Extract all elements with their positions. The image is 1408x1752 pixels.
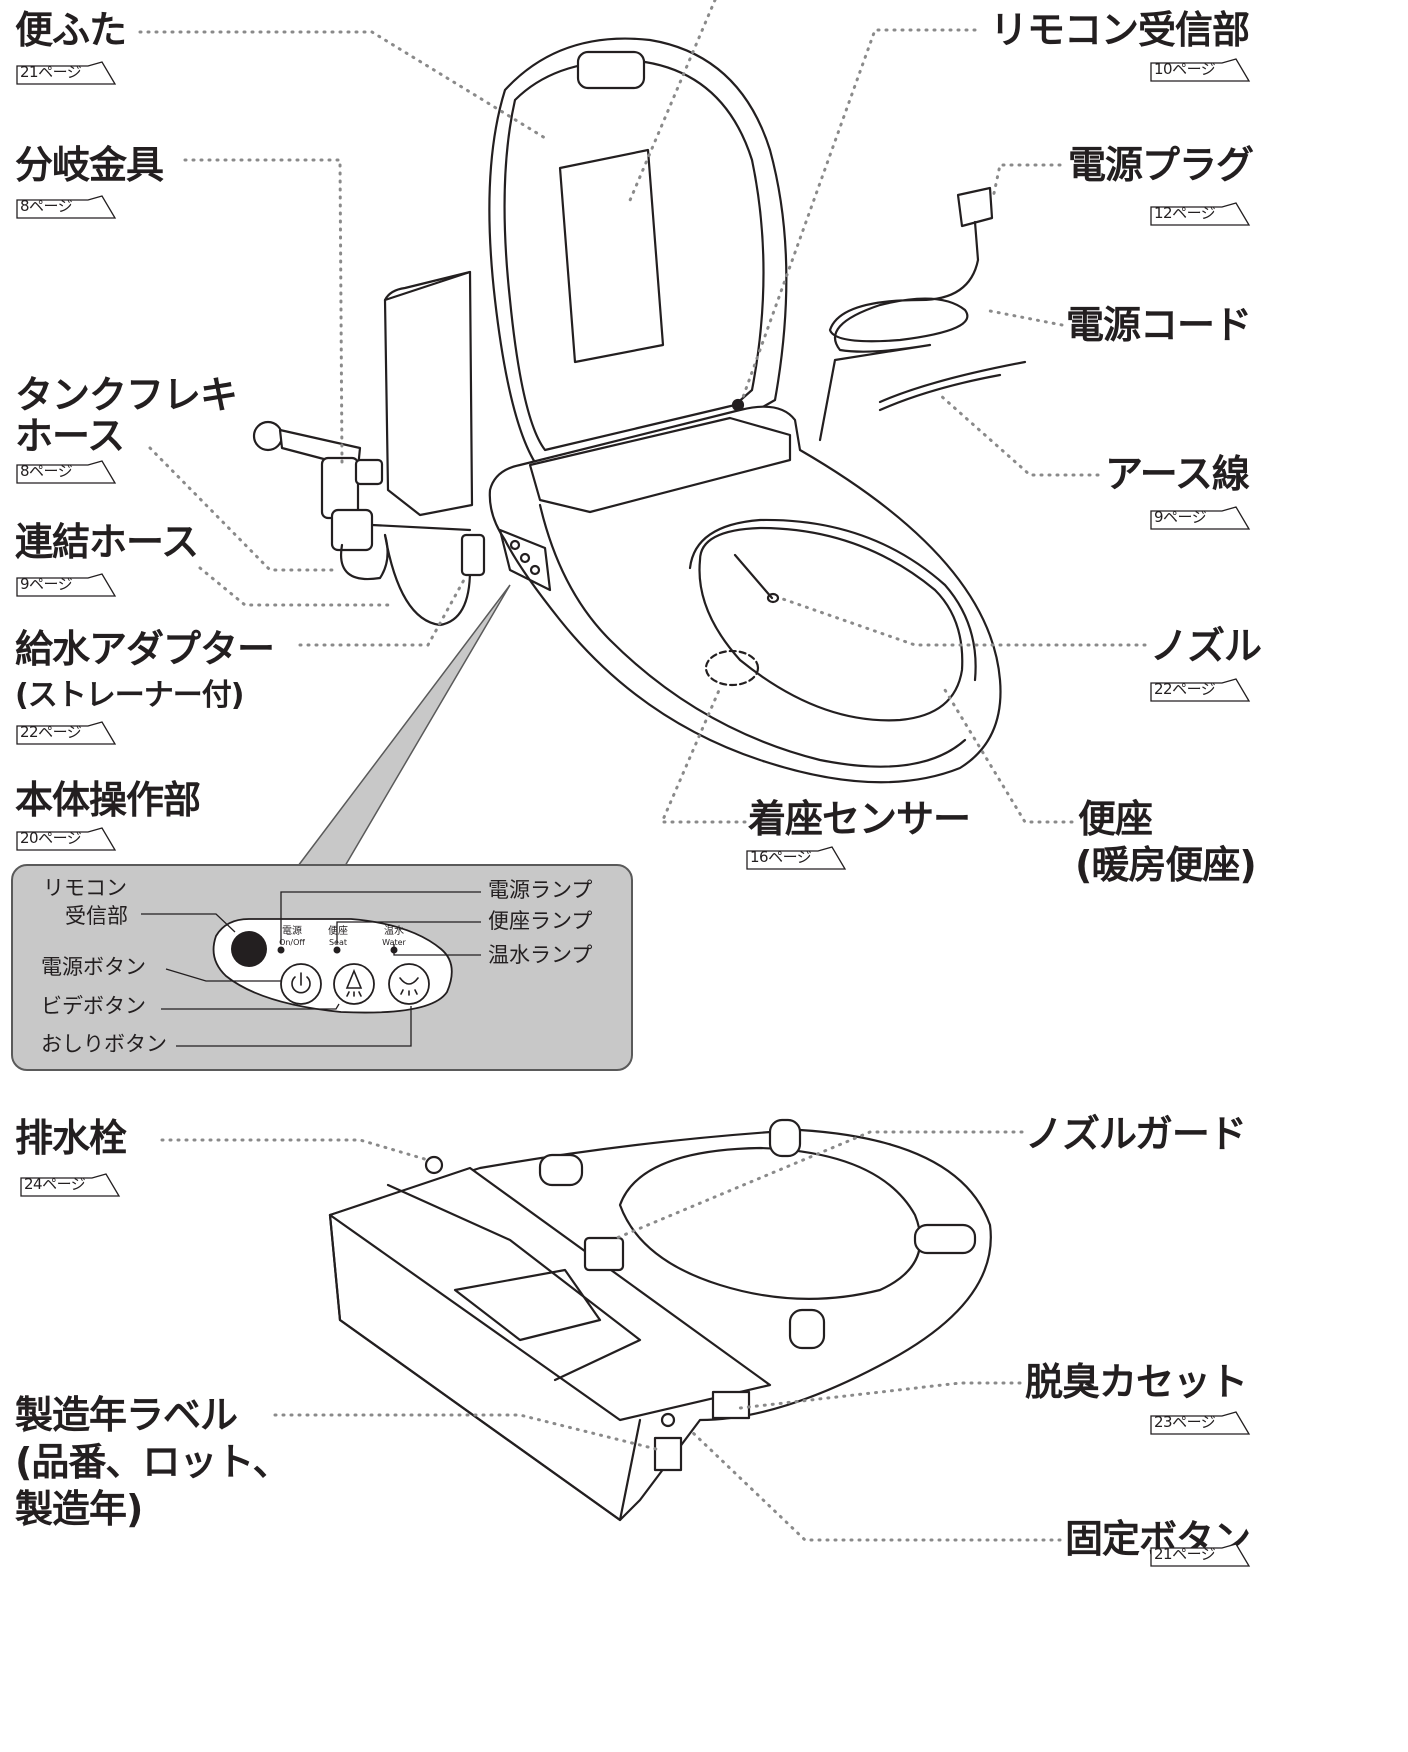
page-ref-nozzle: 22ページ [1150,677,1251,703]
page-ref-tank-hose: 8ページ [16,459,117,485]
label-lid: 便ふた [15,8,127,52]
label-tank-hose-line2: ホース [15,414,125,458]
page-ref-body-control: 20ページ [16,826,117,852]
label-tank-hose-line1: タンクフレキ [15,373,238,417]
label-connecting-hose: 連結ホース [15,520,199,564]
label-water-adapter: 給水アダプター [15,627,275,671]
panel-label-remote-receiver-1: リモコン [43,876,127,900]
page-ref-ground-wire: 9ページ [1150,505,1251,531]
label-seat-sensor: 着座センサー [748,797,971,841]
page-ref-fixing-button: 21ページ [1150,1542,1251,1568]
control-panel-drawing [141,891,481,1047]
label-manufacture-line1: 製造年ラベル [15,1393,238,1437]
page-ref-connecting-hose: 9ページ [16,572,117,598]
panel-label-power-lamp: 電源ランプ [488,878,593,902]
label-manufacture-line3: 製造年) [15,1487,143,1531]
label-nozzle-guard: ノズルガード [1025,1112,1247,1156]
label-branch-fitting: 分岐金具 [15,143,164,187]
label-manufacture-line2: (品番、ロット、 [15,1440,291,1484]
panel-label-remote-receiver-2: 受信部 [65,904,128,928]
page-ref-power-plug: 12ページ [1150,201,1251,227]
label-nozzle: ノズル [1150,624,1262,668]
page-ref-deodorizer: 23ページ [1150,1410,1251,1436]
control-panel-callout: リモコン 受信部 電源ボタン ビデボタン おしりボタン 電源ランプ 便座ランプ … [11,864,633,1071]
label-seat-sub: (暖房便座) [1075,843,1257,887]
toilet-seat-illustration [138,0,1147,1542]
page-ref-seat-sensor: 16ページ [746,845,847,871]
label-water-adapter-sub: (ストレーナー付) [15,678,244,713]
page-ref-water-adapter: 22ページ [16,720,117,746]
panel-label-oshiri-button: おしりボタン [41,1032,167,1056]
label-remote-receiver: リモコン受信部 [990,8,1250,52]
label-power-cord: 電源コード [1066,303,1252,347]
label-seat: 便座 [1078,797,1153,841]
label-body-control: 本体操作部 [15,778,201,822]
page-ref-remote-receiver: 10ページ [1150,57,1251,83]
panel-label-seat-lamp: 便座ランプ [488,909,593,933]
label-power-plug: 電源プラグ [1068,143,1254,187]
remote-receiver-window [231,931,267,967]
label-ground-wire: アース線 [1105,452,1250,496]
panel-label-water-lamp: 温水ランプ [488,943,593,967]
page-ref-branch-fitting: 8ページ [16,194,117,220]
panel-label-bidet-button: ビデボタン [41,994,146,1018]
page-ref-lid: 21ページ [16,60,117,86]
label-deodorizer: 脱臭カセット [1025,1360,1248,1404]
label-drain-plug: 排水栓 [15,1116,127,1160]
panel-label-power-button: 電源ボタン [41,955,146,979]
page-ref-drain-plug: 24ページ [20,1172,121,1198]
